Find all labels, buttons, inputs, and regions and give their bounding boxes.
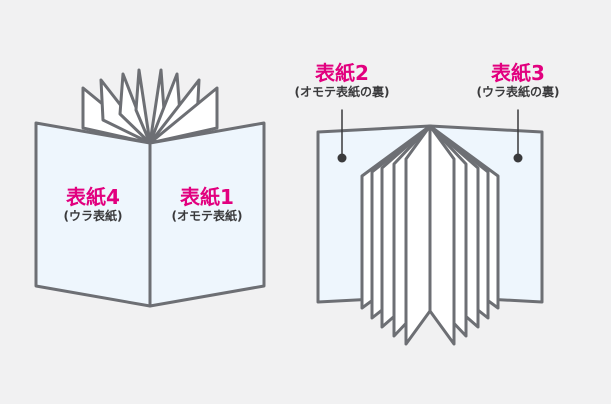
cover3-note: (ウラ表紙の裏) xyxy=(476,85,560,99)
left-book-pages xyxy=(81,68,219,145)
cover4-label: 表紙4 (ウラ表紙) xyxy=(36,186,150,224)
cover2-pointer xyxy=(337,109,347,163)
right-book-pages xyxy=(360,124,500,346)
cover2-title: 表紙2 xyxy=(315,61,369,85)
right-book xyxy=(316,109,544,346)
cover1-title: 表紙1 xyxy=(180,185,234,209)
cover3-pointer xyxy=(513,109,523,163)
cover2-label: 表紙2 (オモテ表紙の裏) xyxy=(272,62,412,100)
cover3-label: 表紙3 (ウラ表紙の裏) xyxy=(452,62,584,100)
left-book xyxy=(34,68,266,308)
cover1-note: (オモテ表紙) xyxy=(171,209,243,223)
cover1-label: 表紙1 (オモテ表紙) xyxy=(150,186,264,224)
cover1-panel xyxy=(148,121,266,308)
cover3-title: 表紙3 xyxy=(491,61,545,85)
cover4-title: 表紙4 xyxy=(66,185,120,209)
cover2-note: (オモテ表紙の裏) xyxy=(294,85,390,99)
cover4-note: (ウラ表紙) xyxy=(63,209,123,223)
